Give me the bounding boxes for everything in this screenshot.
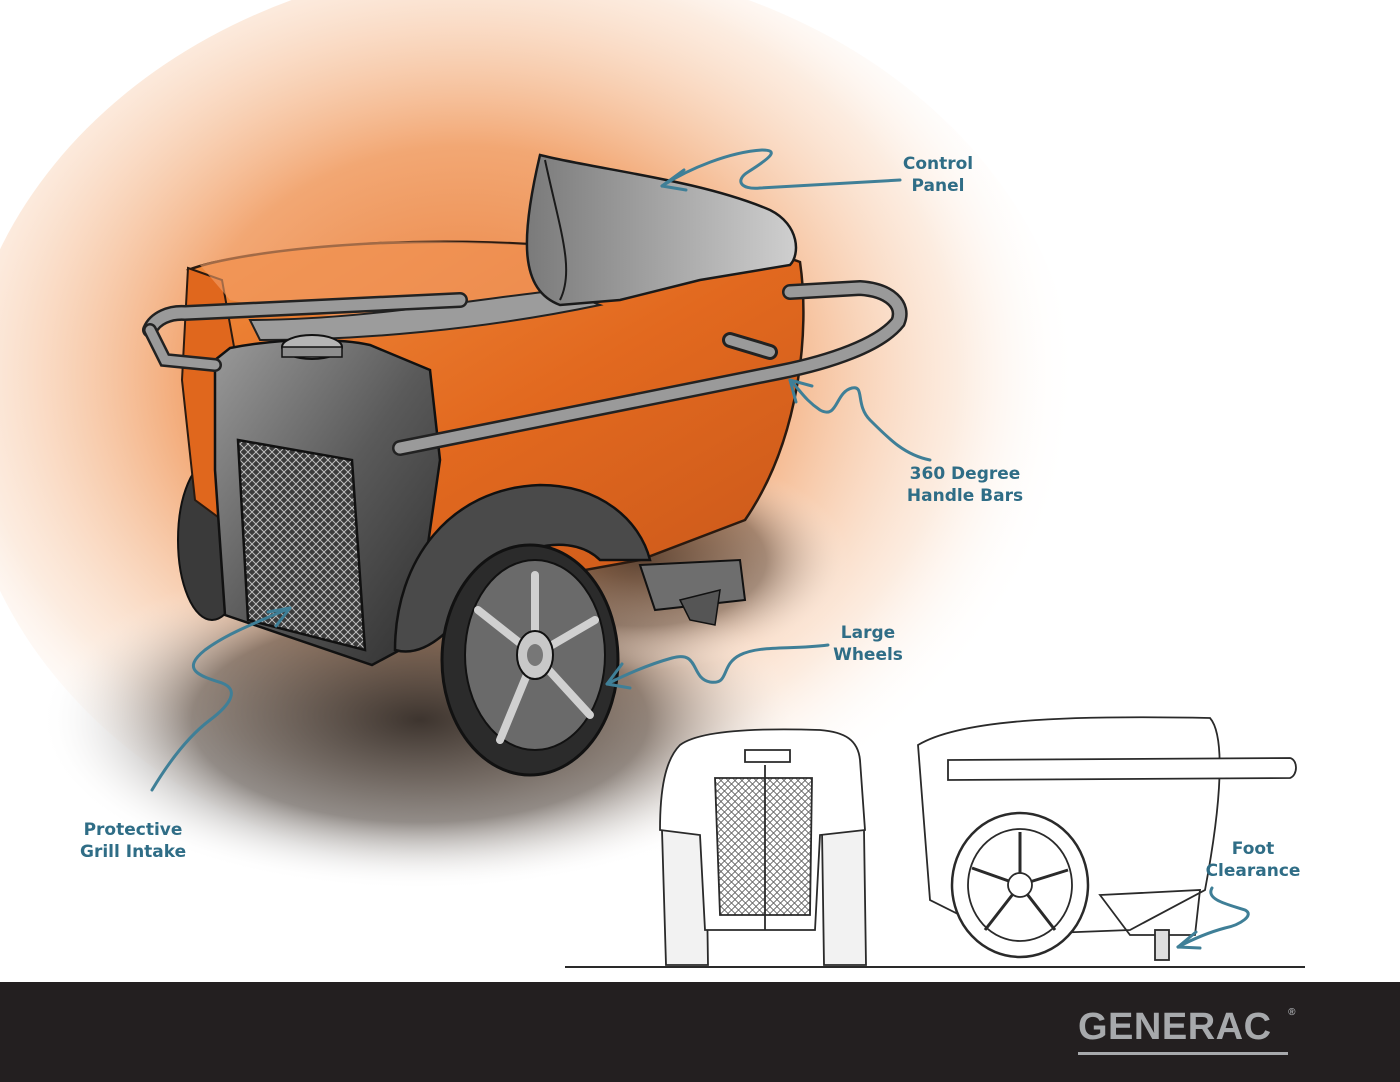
large-wheel bbox=[440, 543, 620, 777]
callout-grill-intake: Protective Grill Intake bbox=[80, 820, 187, 862]
brand-logo: GENERAC ® bbox=[1078, 1004, 1296, 1050]
logo-underline bbox=[1078, 1052, 1288, 1055]
callout-handle-bars: 360 Degree Handle Bars bbox=[906, 464, 1024, 506]
front-view-sketch bbox=[659, 728, 867, 966]
control-panel bbox=[525, 153, 798, 307]
protective-grill bbox=[236, 438, 367, 652]
footer-bar: GENERAC ® bbox=[0, 982, 1400, 1082]
registered-mark: ® bbox=[1288, 1007, 1296, 1018]
callout-leaders bbox=[150, 148, 1250, 950]
brand-name: GENERAC bbox=[1078, 1006, 1272, 1048]
generator-sketch bbox=[0, 0, 1305, 968]
callout-large-wheels: Large Wheels bbox=[833, 623, 903, 665]
callout-control-panel: Control Panel bbox=[902, 154, 974, 196]
handle-bars bbox=[142, 279, 908, 456]
side-view-sketch bbox=[917, 716, 1297, 961]
callout-foot-clearance: Foot Clearance bbox=[1205, 839, 1301, 881]
